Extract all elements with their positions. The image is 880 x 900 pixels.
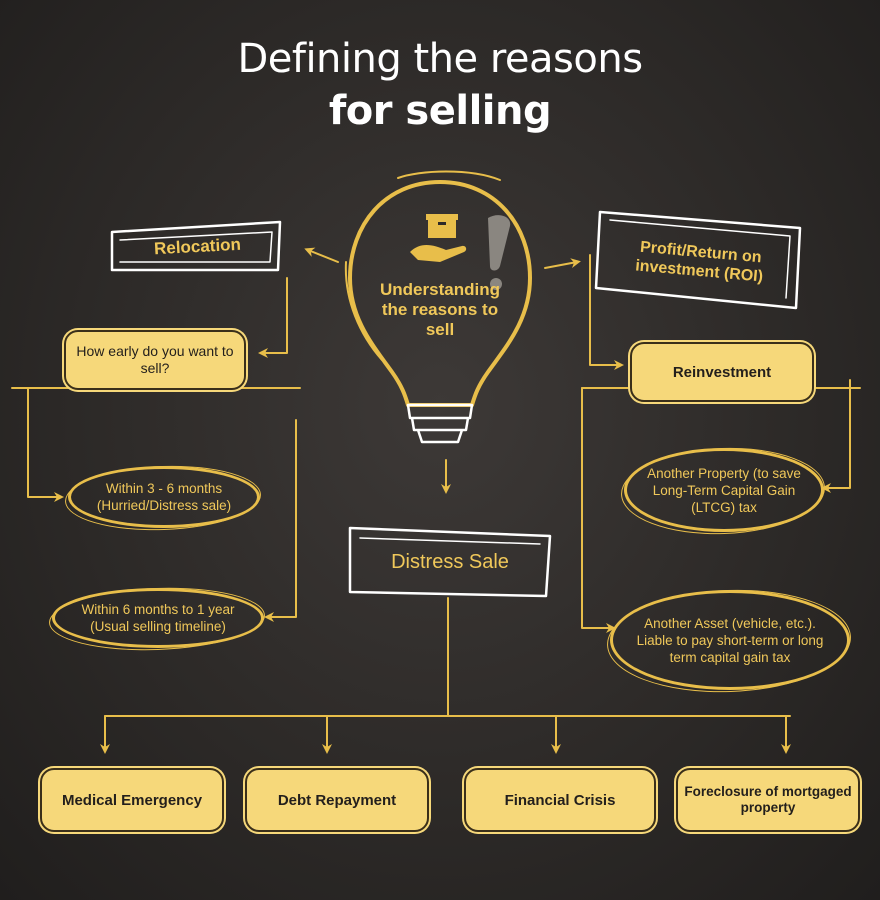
bulb-base [406, 403, 474, 444]
option-3-6-months: Within 3 - 6 months (Hurried/Distress sa… [68, 466, 260, 528]
hand-box-icon [410, 214, 467, 262]
center-label: Understanding the reasons to sell [380, 280, 500, 339]
page-title-line2: for selling [328, 88, 552, 134]
option-another-property: Another Property (to save Long-Term Capi… [624, 448, 824, 532]
exclamation-icon [488, 215, 511, 290]
page-title-line1: Defining the reasons [237, 36, 643, 82]
reinvestment-box: Reinvestment [630, 342, 814, 402]
question-box: How early do you want to sell? [64, 330, 246, 390]
item-medical-emergency: Medical Emergency [40, 768, 224, 832]
distress-sale-header: Distress Sale [391, 550, 509, 573]
item-financial-crisis: Financial Crisis [464, 768, 656, 832]
option-another-asset: Another Asset (vehicle, etc.). Liable to… [610, 590, 850, 690]
item-foreclosure: Foreclosure of mortgaged property [676, 768, 860, 832]
item-debt-repayment: Debt Repayment [245, 768, 429, 832]
option-6-12-months: Within 6 months to 1 year (Usual selling… [52, 588, 264, 648]
